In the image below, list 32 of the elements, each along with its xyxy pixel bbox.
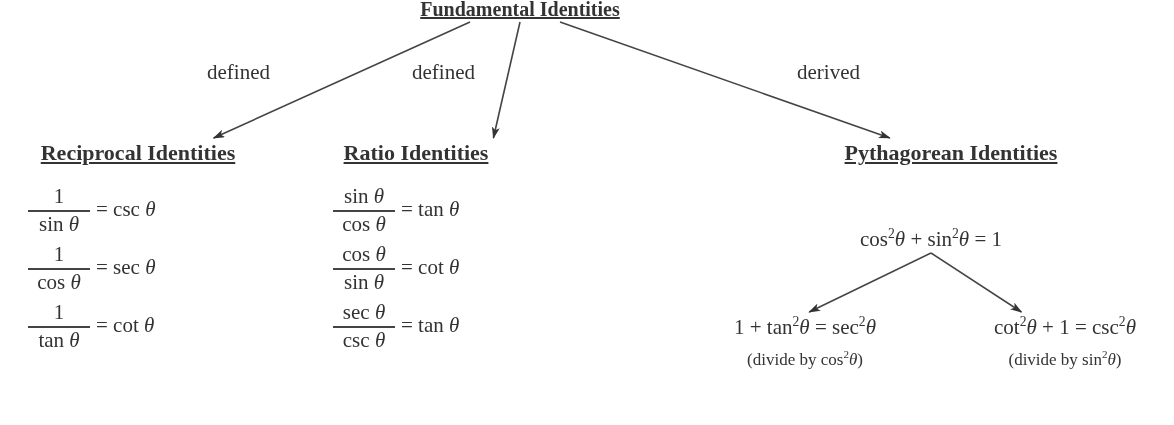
arrow <box>212 21 471 139</box>
fraction-denominator: csc θ <box>341 328 387 353</box>
section-heading: Ratio Identities <box>330 140 502 166</box>
fraction-numerator: 1 <box>52 242 66 267</box>
identity-result: = cot θ <box>401 255 460 280</box>
derivation-note: (divide by sin$^{2}$θ) <box>1007 348 1123 370</box>
fraction-numerator: 1 <box>52 300 66 325</box>
identity-result: = tan θ <box>401 197 460 222</box>
fraction-denominator: cos θ <box>341 212 387 237</box>
arrow <box>491 21 521 139</box>
identity-result: = sec θ <box>96 255 156 280</box>
fraction-denominator: sin θ <box>37 212 81 237</box>
fraction-numerator: cos θ <box>341 242 387 267</box>
arrow <box>808 252 932 313</box>
fraction-denominator: sin θ <box>342 270 386 295</box>
fraction-denominator: cos θ <box>36 270 82 295</box>
identity-formula: cot$^{2}$θ + 1 = csc$^{2}$θ <box>956 314 1174 340</box>
fraction-numerator: 1 <box>52 184 66 209</box>
identity-formula: 1 + tan$^{2}$θ = sec$^{2}$θ <box>700 314 910 340</box>
fraction-numerator: sec θ <box>341 300 387 325</box>
derivation-note: (divide by cos$^{2}$θ) <box>746 348 864 370</box>
fraction-numerator: sin θ <box>342 184 386 209</box>
identity-formula: cos$^{2}$θ + sin$^{2}$θ = 1 <box>818 226 1044 252</box>
identity-result: = cot θ <box>96 313 155 338</box>
section-heading: Reciprocal Identities <box>12 140 264 166</box>
arrow <box>559 21 891 139</box>
fraction-denominator: tan θ <box>37 328 81 353</box>
title-heading: Fundamental Identities <box>420 0 620 21</box>
section-heading: Pythagorean Identities <box>812 140 1090 166</box>
arrow <box>930 252 1023 313</box>
identity-result: = tan θ <box>401 313 460 338</box>
identity-result: = csc θ <box>96 197 156 222</box>
